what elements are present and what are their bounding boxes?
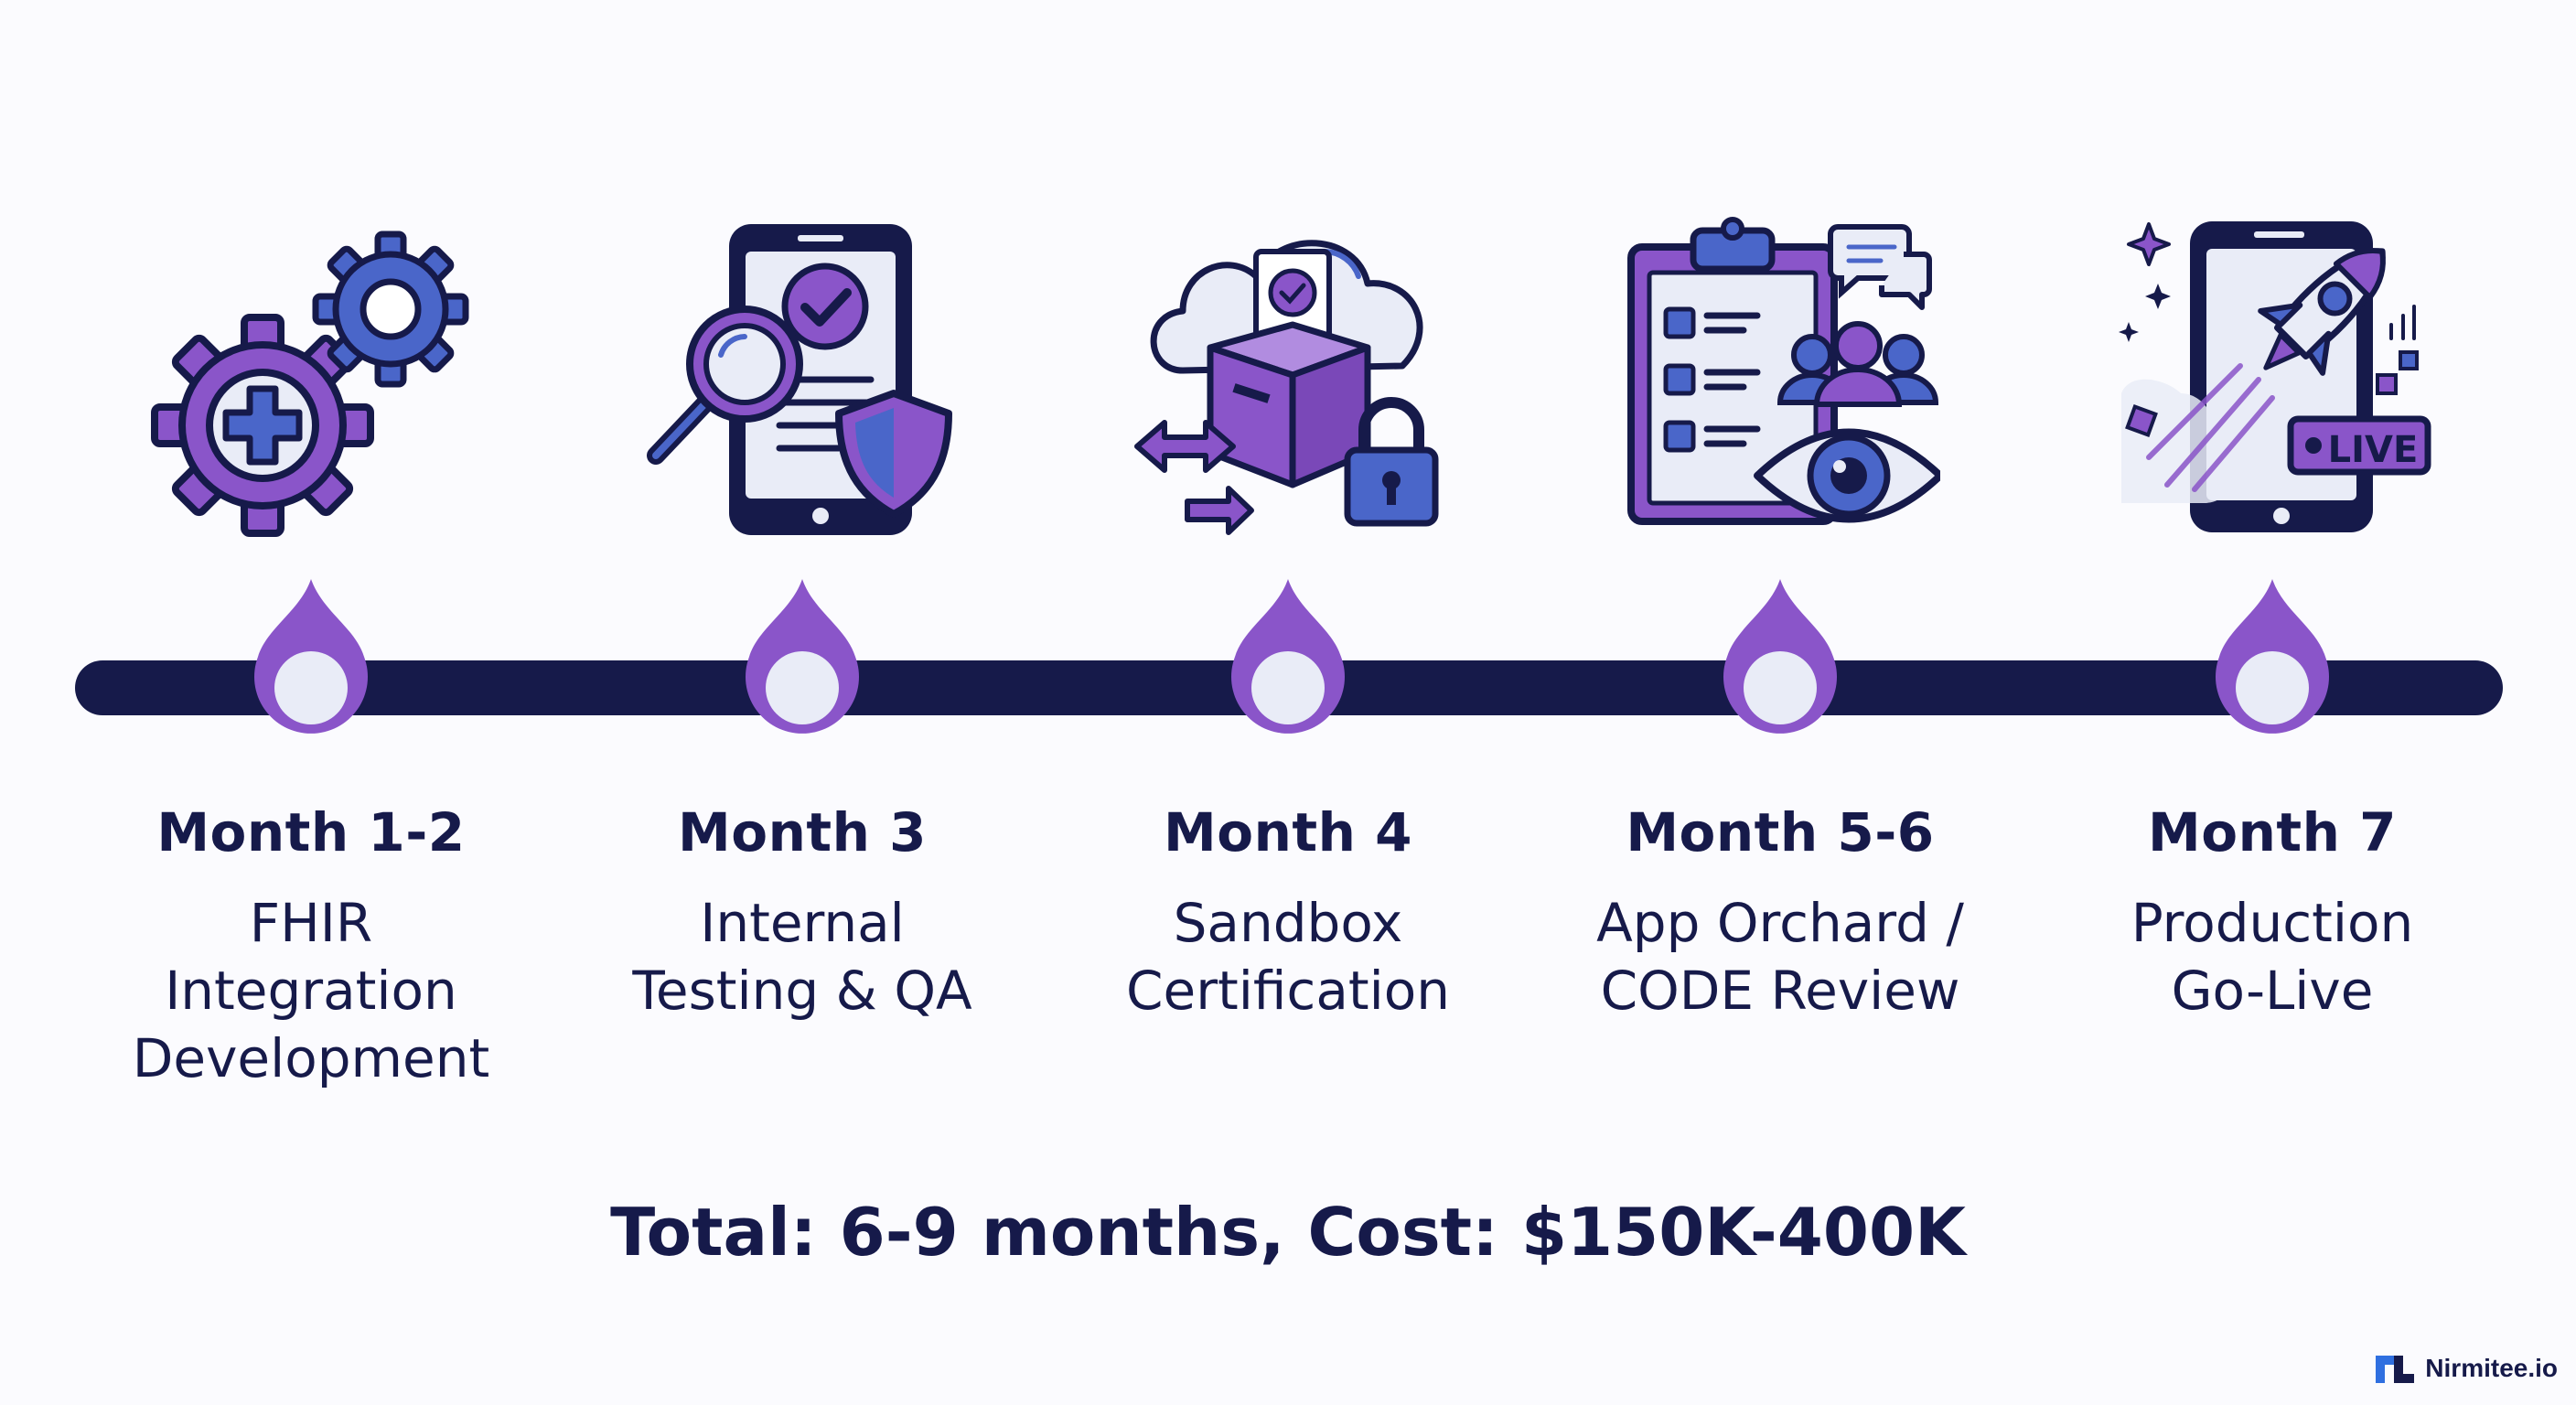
stage-month-label: Month 7 [2148, 801, 2397, 863]
cloud-box-lock-icon [1134, 240, 1439, 535]
stage-month-4: Month 4 Sandbox Certification [1032, 0, 1544, 1143]
stage-description-line: Certification [1126, 960, 1450, 1022]
stage-description: Sandbox Certification [1032, 889, 1544, 1024]
timeline-marker [1231, 579, 1345, 734]
brand-logo: Nirmitee.io [2374, 1352, 2558, 1385]
stage-description-line: Integration [165, 960, 457, 1022]
stage-description-line: Production [2131, 892, 2414, 954]
stage-month-1-2: Month 1-2 FHIR Integration Development [55, 0, 567, 1143]
timeline-marker [254, 579, 368, 734]
timeline-marker [746, 579, 859, 734]
gears-medical-cross-icon [151, 231, 469, 537]
stage-description-line: Internal [700, 892, 905, 954]
stage-month-3: Month 3 Internal Testing & QA [546, 0, 1058, 1143]
brand-name: Nirmitee.io [2425, 1354, 2558, 1382]
stage-month-7: LIVE Month 7 Production Go-Live [2016, 0, 2528, 1143]
stage-month-5-6: Month 5-6 App Orchard / CODE Review [1524, 0, 2036, 1143]
stage-month-label: Month 1-2 [156, 801, 466, 863]
stage-description: Production Go-Live [2016, 889, 2528, 1024]
nirmitee-logo-icon [2376, 1356, 2415, 1383]
clipboard-team-eye-icon [1627, 217, 1940, 525]
total-summary: Total: 6-9 months, Cost: $150K-400K [610, 1194, 1966, 1271]
stage-description-line: Development [132, 1027, 490, 1089]
phone-rocket-live-icon: LIVE [2119, 221, 2431, 532]
stage-month-label: Month 4 [1164, 801, 1412, 863]
stage-description-line: App Orchard / [1596, 892, 1964, 954]
stage-description-line: FHIR [249, 892, 373, 954]
stage-description: FHIR Integration Development [55, 889, 567, 1092]
timeline-marker [2216, 579, 2329, 734]
phone-magnifier-shield-icon [647, 224, 952, 535]
stage-description-line: Testing & QA [632, 960, 972, 1022]
stage-month-label: Month 3 [678, 801, 927, 863]
timeline-marker [1723, 579, 1837, 734]
stage-month-label: Month 5-6 [1626, 801, 1935, 863]
stage-description: Internal Testing & QA [546, 889, 1058, 1024]
live-badge-text: LIVE [2328, 429, 2419, 471]
stage-description-line: CODE Review [1600, 960, 1960, 1022]
stage-description-line: Sandbox [1173, 892, 1403, 954]
stage-description: App Orchard / CODE Review [1524, 889, 2036, 1024]
stage-description-line: Go-Live [2171, 960, 2374, 1022]
